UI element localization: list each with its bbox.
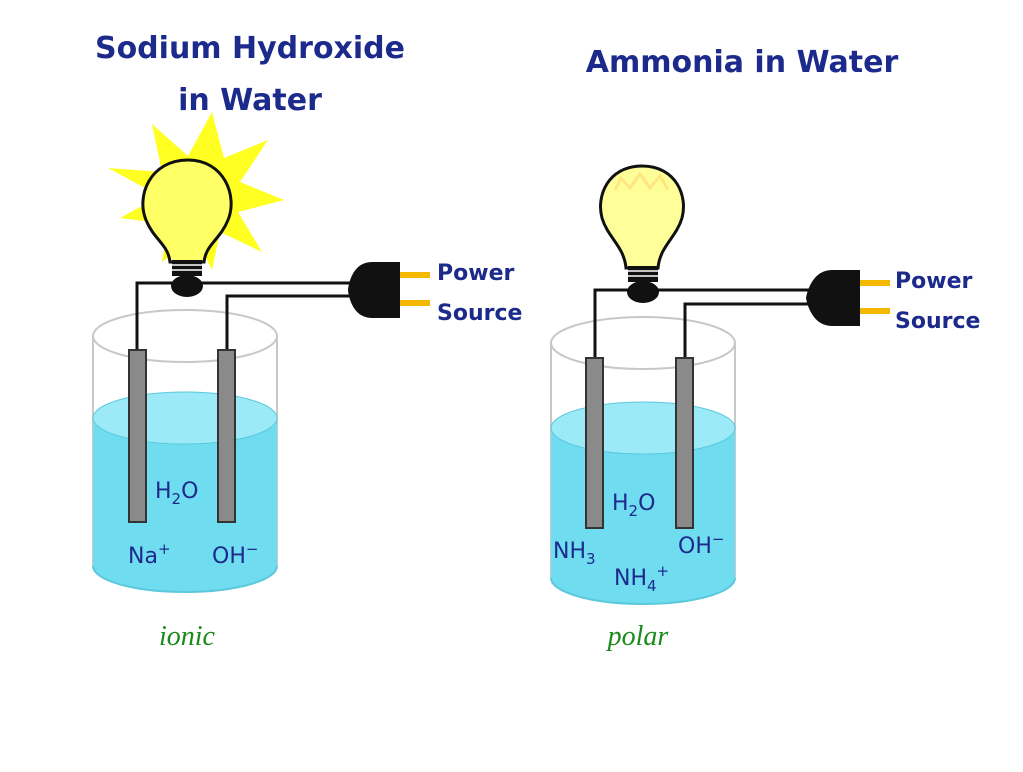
- right-power-plug-icon: [806, 270, 890, 326]
- left-water-label: H2O: [155, 479, 198, 508]
- left-panel: Sodium Hydroxide in Water: [92, 31, 522, 652]
- right-caption: polar: [606, 621, 669, 652]
- left-power-label-1: Power: [437, 261, 514, 286]
- right-power-label-1: Power: [895, 269, 972, 294]
- left-electrode-2: [217, 349, 236, 523]
- right-ion-1-label: NH3: [553, 539, 596, 568]
- left-electrode-1: [128, 349, 147, 523]
- left-power-label-2: Source: [437, 301, 522, 326]
- right-panel: Ammonia in Water: [550, 45, 980, 652]
- left-wires: [135, 281, 352, 352]
- left-title-line2: in Water: [178, 83, 322, 118]
- light-bulb-dim-icon: [599, 164, 685, 303]
- left-ion-2-label: OH−: [212, 540, 258, 569]
- left-power-plug-icon: [348, 262, 430, 318]
- light-bulb-bright-icon: [108, 112, 284, 297]
- right-water-label: H2O: [612, 491, 655, 520]
- left-caption: ionic: [159, 621, 216, 652]
- right-electrode-2: [675, 357, 694, 529]
- right-power-label-2: Source: [895, 309, 980, 334]
- right-ion-3-label: NH4+: [614, 562, 669, 595]
- left-title-line1: Sodium Hydroxide: [95, 31, 405, 66]
- right-ion-2-label: OH−: [678, 530, 724, 559]
- right-wires: [593, 288, 810, 360]
- right-electrode-1: [585, 357, 604, 529]
- right-title: Ammonia in Water: [586, 45, 899, 80]
- left-ion-1-label: Na+: [128, 540, 171, 569]
